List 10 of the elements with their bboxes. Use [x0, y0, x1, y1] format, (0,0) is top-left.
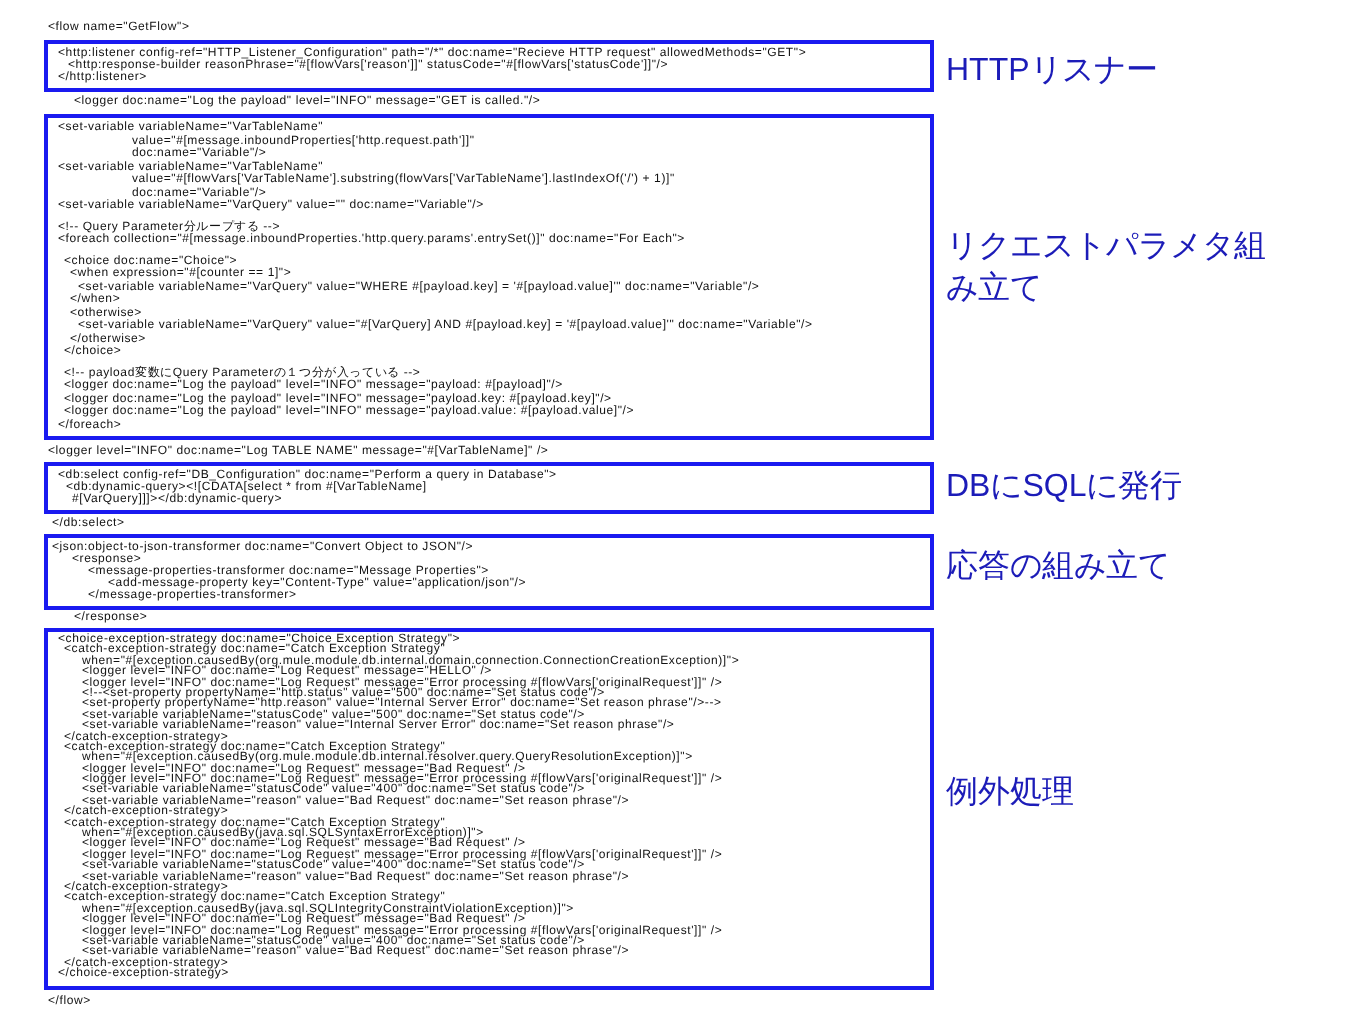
code-section-box — [44, 628, 934, 989]
code-section-box — [44, 462, 934, 514]
code-section-box — [44, 534, 934, 610]
section-label: 例外処理 — [946, 774, 1076, 814]
code-section-box — [44, 114, 934, 440]
section-label: 応答の組み立て — [946, 547, 1172, 588]
section-label: DBにSQLに発行 — [946, 468, 1185, 508]
section-label: リクエストパラメタ組み立て — [946, 228, 1266, 310]
code-section-box — [44, 40, 934, 92]
section-label: HTTPリスナー — [946, 52, 1160, 92]
